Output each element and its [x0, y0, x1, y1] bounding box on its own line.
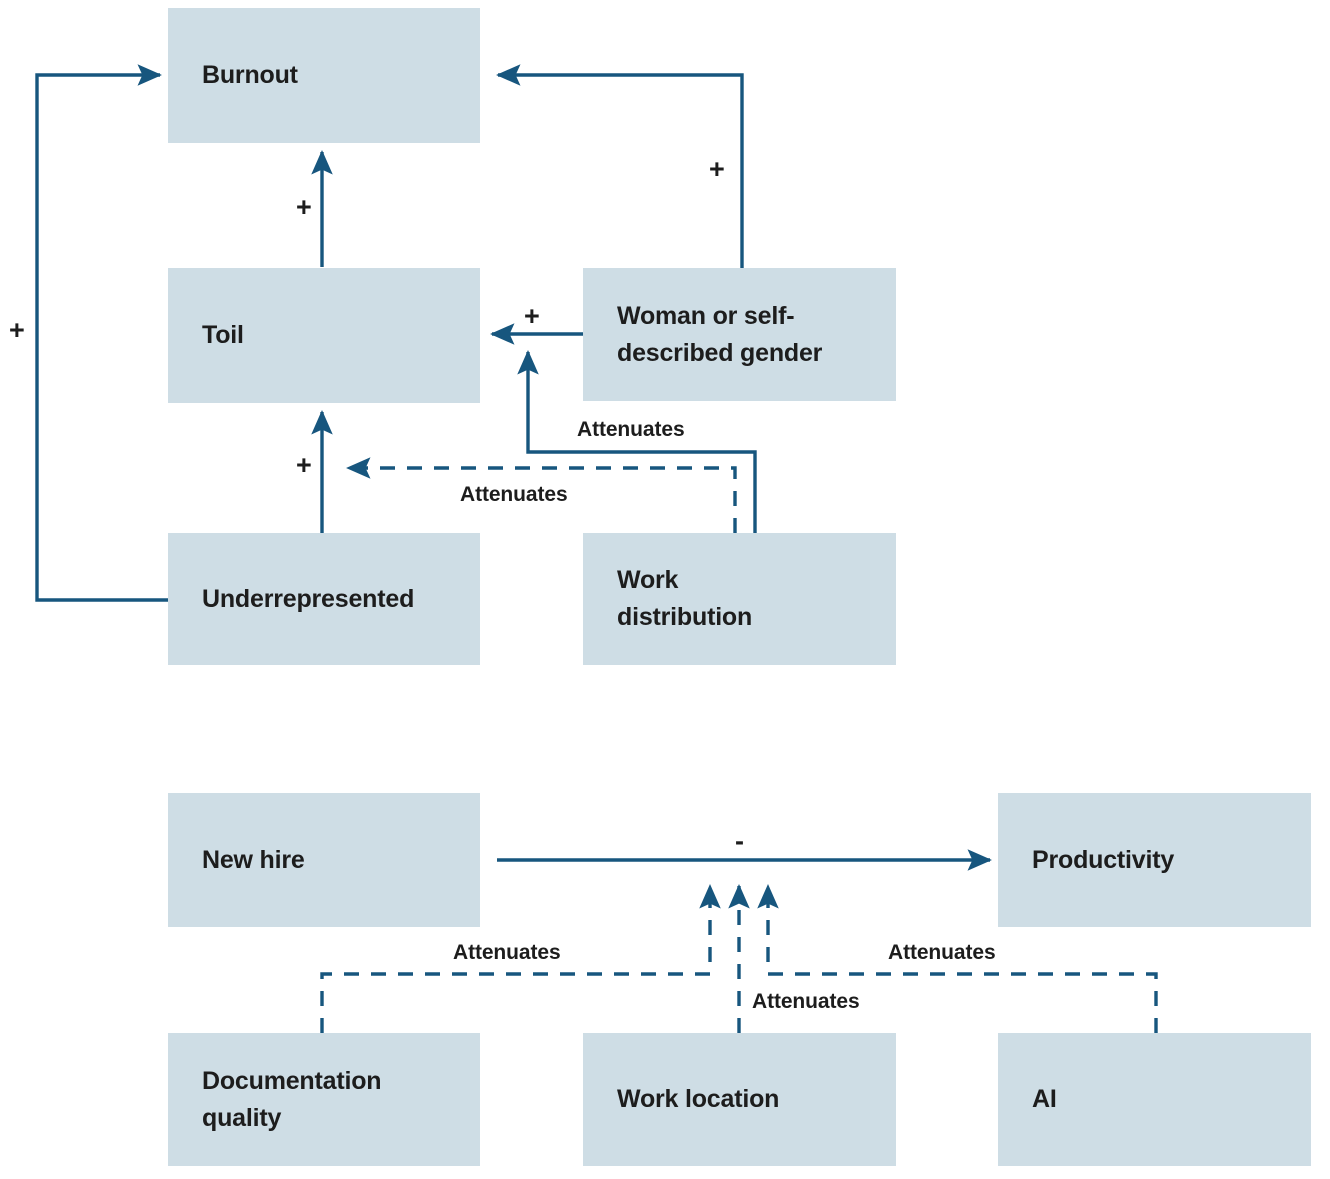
node-new-hire-label: New hire	[202, 845, 305, 874]
edge-woman-to-burnout	[496, 64, 744, 268]
node-underrepresented-label: Underrepresented	[202, 584, 415, 613]
label-attenuates-work-location: Attenuates	[752, 990, 860, 1013]
node-burnout-label: Burnout	[202, 61, 298, 89]
sign-underrepresented-to-toil: +	[296, 450, 312, 480]
node-underrepresented[interactable]: Underrepresented	[168, 533, 480, 665]
node-ai[interactable]: AI	[998, 1033, 1311, 1166]
node-new-hire[interactable]: New hire	[168, 793, 480, 927]
sign-woman-to-burnout: +	[709, 154, 725, 184]
label-attenuates-woman-toil: Attenuates	[577, 418, 685, 441]
sign-toil-to-burnout: +	[296, 192, 312, 222]
node-work-distribution[interactable]: Work distribution	[583, 533, 896, 665]
edge-underrepresented-to-burnout	[35, 64, 168, 602]
node-ai-label: AI	[1032, 1085, 1057, 1113]
node-woman-or-self-described-gender[interactable]: Woman or self- described gender	[583, 268, 896, 401]
node-toil-label: Toil	[202, 321, 244, 349]
node-productivity[interactable]: Productivity	[998, 793, 1311, 927]
sign-underrepresented-to-burnout: +	[9, 315, 25, 345]
node-work-location[interactable]: Work location	[583, 1033, 896, 1166]
label-attenuates-ai: Attenuates	[888, 941, 996, 964]
node-burnout[interactable]: Burnout	[168, 8, 480, 143]
sign-newhire-to-productivity: -	[735, 826, 744, 856]
sign-woman-to-toil: +	[524, 301, 540, 331]
node-documentation-quality-label: Documentation quality	[202, 1066, 382, 1132]
label-attenuates-documentation: Attenuates	[453, 941, 561, 964]
node-work-location-label: Work location	[617, 1085, 780, 1113]
label-attenuates-underrepresented-toil: Attenuates	[460, 483, 568, 506]
node-woman-or-self-described-gender-label: Woman or self- described gender	[617, 301, 823, 367]
node-toil[interactable]: Toil	[168, 268, 480, 403]
node-documentation-quality[interactable]: Documentation quality	[168, 1033, 480, 1166]
node-productivity-label: Productivity	[1032, 845, 1175, 874]
node-work-distribution-label: Work distribution	[617, 566, 753, 631]
